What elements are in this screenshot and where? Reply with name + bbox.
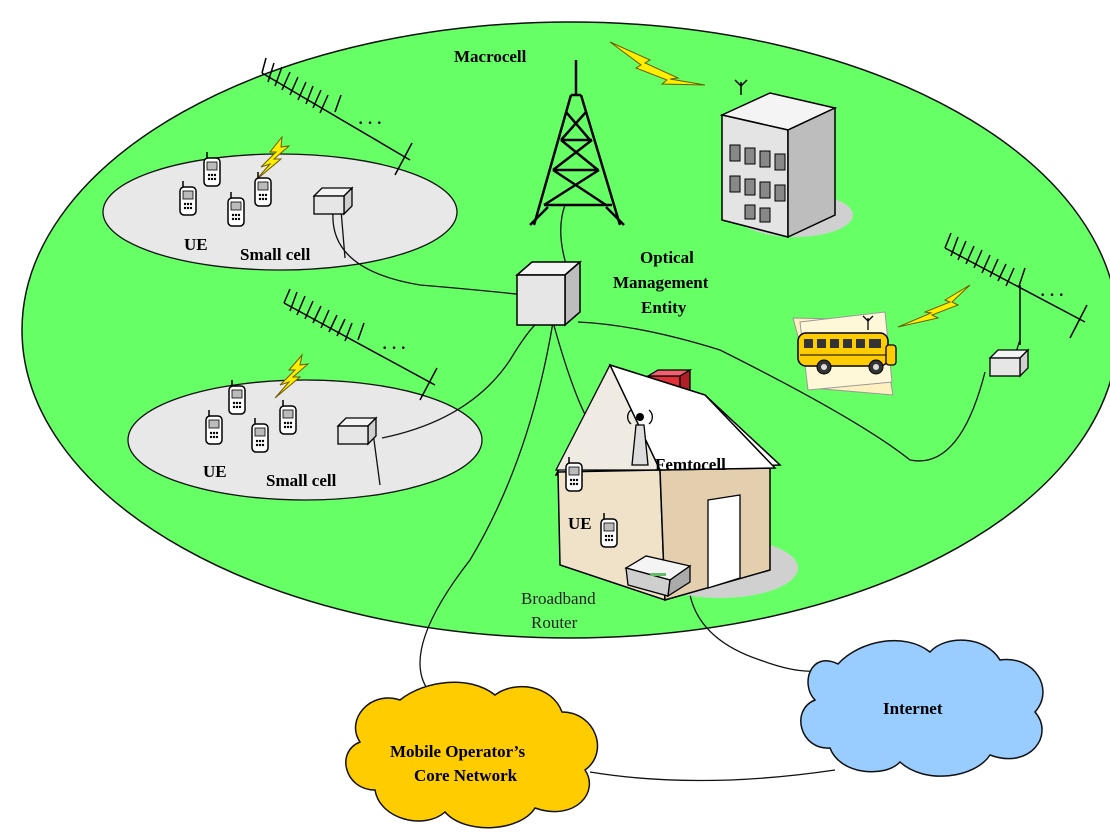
small-cell-area-2 (127, 379, 483, 501)
antenna-icon-3 (944, 232, 1088, 345)
internet-cloud-icon (800, 639, 1044, 777)
ome-label-line2: Management (613, 273, 709, 292)
ome-label-line3: Entity (641, 298, 687, 317)
small-cell-box-1 (313, 187, 353, 215)
ue-label-2: UE (203, 462, 227, 481)
core-network-label-line2: Core Network (414, 766, 518, 785)
macrocell-label: Macrocell (454, 47, 527, 66)
router-icon (624, 555, 692, 598)
femtocell-antenna-icon (627, 409, 653, 466)
antenna-icon-2 (283, 288, 438, 401)
small-cell-box-2 (337, 417, 377, 445)
building-icon (719, 79, 853, 239)
lightning-icon-bus (897, 284, 971, 328)
small-cell-box-3 (989, 349, 1029, 377)
femtocell-label: Femtocell (655, 455, 726, 474)
antenna-icon-1 (261, 57, 413, 176)
internet-label: Internet (883, 699, 943, 718)
lightning-icon-macro (609, 41, 706, 86)
lightning-icon-small-cell-2 (274, 353, 310, 399)
ue-label-3: UE (568, 514, 592, 533)
cables (332, 197, 1021, 782)
ue-label-1: UE (184, 235, 208, 254)
small-cell-label-2: Small cell (266, 471, 337, 490)
ome-label-line1: Optical (640, 248, 694, 267)
antenna-2-dots: · · · (382, 340, 406, 357)
antenna-1-dots: · · · (358, 115, 382, 132)
macrocell-tower-icon (529, 60, 625, 226)
school-bus-icon (792, 311, 897, 396)
antenna-3-dots: · · · (1040, 287, 1064, 304)
core-network-cloud-icon (345, 681, 599, 829)
small-cell-label-1: Small cell (240, 245, 311, 264)
router-label-line1: Broadband (521, 589, 596, 608)
core-network-label-line1: Mobile Operator’s (390, 742, 526, 761)
router-label-line2: Router (531, 613, 578, 632)
optical-management-entity-icon (514, 260, 583, 327)
